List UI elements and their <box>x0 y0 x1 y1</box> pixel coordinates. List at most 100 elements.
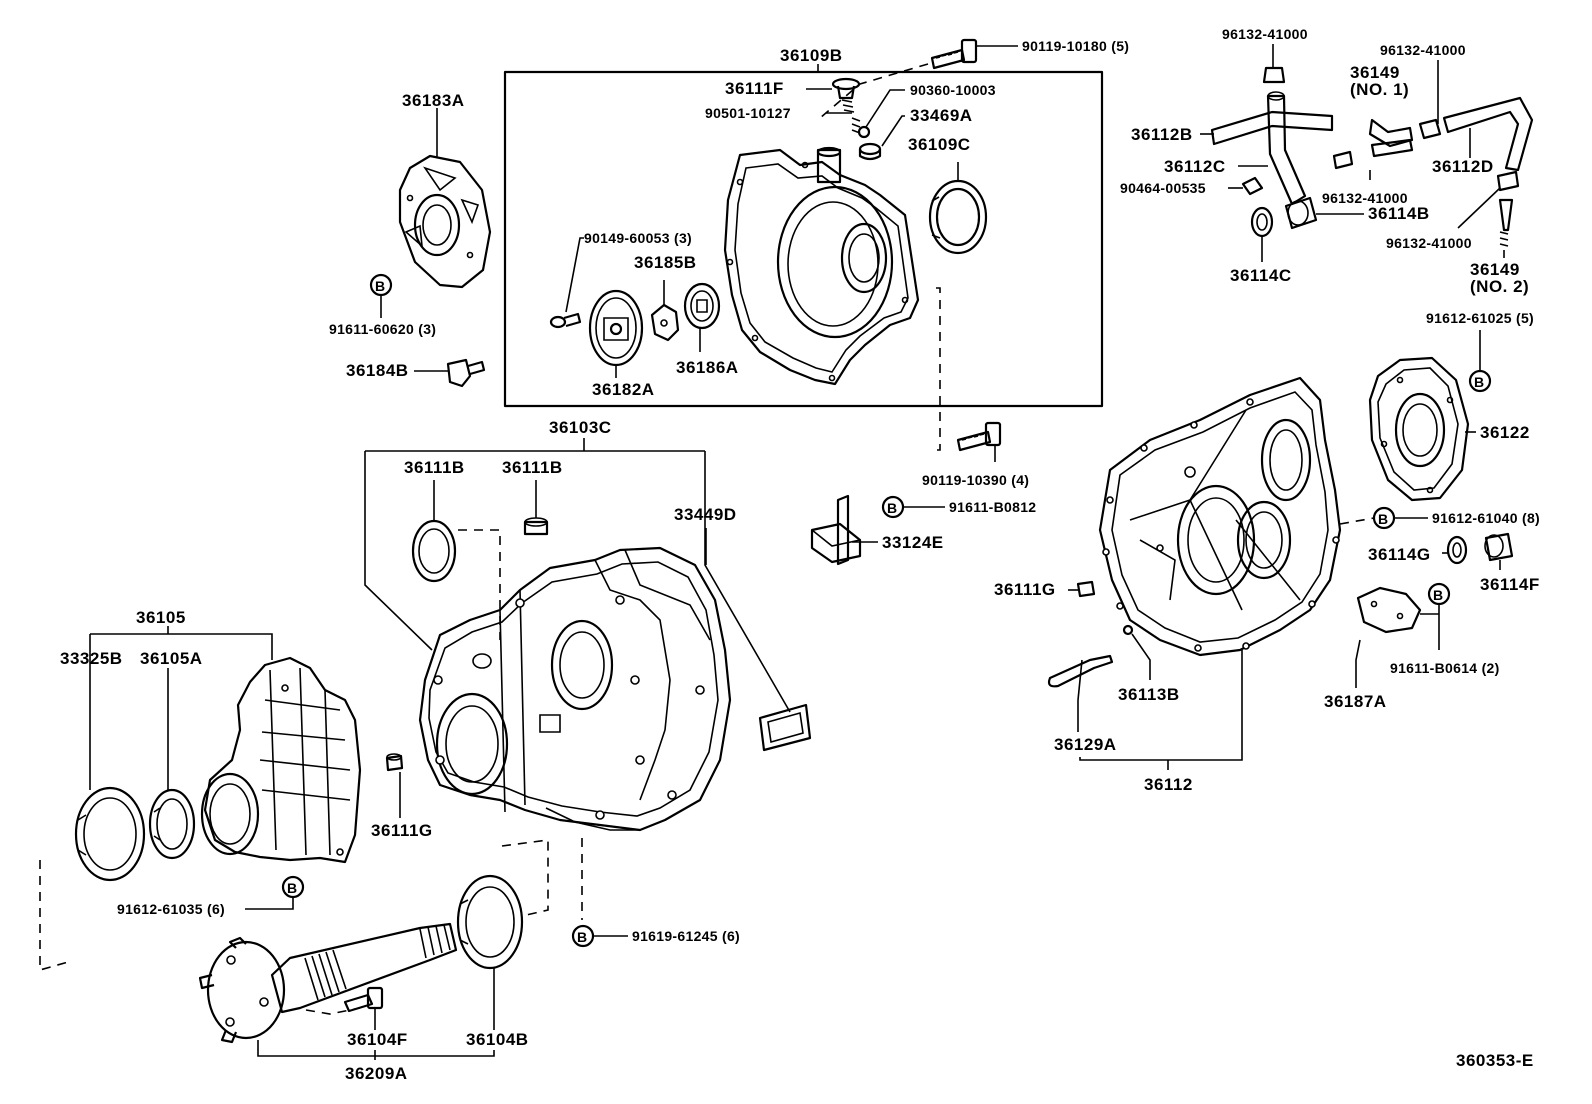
label-36122: 36122 <box>1480 423 1530 442</box>
plug-36114F <box>1484 532 1514 562</box>
seal-36114G <box>1446 535 1468 565</box>
label-36187A: 36187A <box>1324 692 1387 711</box>
callout-b-91611-B0812: B <box>881 495 905 519</box>
plate-36183A <box>398 154 492 289</box>
rotor-36186A <box>683 282 721 330</box>
seal-36111B <box>411 519 457 583</box>
callout-b-91619-61245: B <box>571 924 595 948</box>
callout-b-91612-61025: B <box>1468 369 1492 393</box>
label-36209A: 36209A <box>345 1064 408 1083</box>
label-36114C: 36114C <box>1230 266 1292 285</box>
seal-36105A <box>148 788 196 860</box>
label-90119-10390: 90119-10390 (4) <box>922 472 1029 488</box>
label-36109C: 36109C <box>908 135 971 154</box>
clip-96132-41000-c <box>1332 150 1354 170</box>
label-36149-no1: 36149 <box>1350 63 1400 82</box>
label-33469A: 33469A <box>910 106 973 125</box>
gasket-33449D <box>758 703 812 752</box>
label-36149-no2-note: (NO. 2) <box>1470 277 1529 296</box>
hose-36112B <box>1210 110 1334 146</box>
svg-text:B: B <box>375 278 385 294</box>
label-90119-10180: 90119-10180 (5) <box>1022 38 1129 54</box>
callout-b-91612-61040: B <box>1372 506 1396 530</box>
hose-36112D <box>1442 96 1534 172</box>
label-36114F: 36114F <box>1480 575 1540 594</box>
label-90501-10127: 90501-10127 <box>705 105 791 121</box>
shaft-36209A <box>198 922 458 1044</box>
label-36104F: 36104F <box>347 1030 408 1049</box>
label-90149-60053: 90149-60053 (3) <box>584 230 692 246</box>
callout-b-91611-B0614: B <box>1427 582 1451 606</box>
label-36129A: 36129A <box>1054 735 1117 754</box>
clip-96132-41000-d <box>1496 170 1520 192</box>
rear-case-36112 <box>1098 376 1342 657</box>
label-36105A: 36105A <box>140 649 203 668</box>
label-36104B: 36104B <box>466 1030 529 1049</box>
clamp-90464-00535 <box>1241 176 1264 196</box>
group-box-36109B <box>503 70 1104 408</box>
diagram-id: 360353-E <box>1456 1051 1534 1070</box>
rotor-36182A <box>588 289 644 367</box>
bolt-36184B <box>446 358 486 388</box>
oring-36113B <box>1122 624 1134 636</box>
seal-33325B <box>74 786 146 882</box>
hose-36112C <box>1266 91 1307 206</box>
label-91611-B0812: 91611-B0812 <box>949 499 1036 515</box>
rotor-36185B <box>650 303 680 342</box>
pin-36111G-right <box>1076 580 1096 598</box>
extension-housing-36105 <box>200 656 362 864</box>
svg-text:B: B <box>577 929 587 945</box>
label-90360-10003: 90360-10003 <box>910 82 996 98</box>
label-36186A: 36186A <box>676 358 739 377</box>
plug-36114B <box>1284 196 1318 230</box>
svg-text:B: B <box>1378 511 1388 527</box>
label-90464-00535: 90464-00535 <box>1120 180 1206 196</box>
label-36114B: 36114B <box>1368 204 1430 223</box>
label-91611-B0614: 91611-B0614 (2) <box>1390 660 1500 676</box>
label-36111F: 36111F <box>725 79 784 98</box>
transfer-case-36103C <box>418 546 732 832</box>
screw-90149-60053 <box>549 312 582 329</box>
label-36111B-1: 36111B <box>404 458 465 477</box>
seal-36114C <box>1250 206 1274 238</box>
label-36183A: 36183A <box>402 91 465 110</box>
label-91612-61035: 91612-61035 (6) <box>117 901 225 917</box>
label-96132-41000-d: 96132-41000 <box>1386 235 1472 251</box>
label-36103C: 36103C <box>549 418 612 437</box>
bracket-33124E <box>810 494 862 566</box>
label-36114G: 36114G <box>1368 545 1431 564</box>
label-36105: 36105 <box>136 608 186 627</box>
pump-housing-36109B <box>723 146 920 386</box>
label-36111B-2: 36111B <box>502 458 563 477</box>
cover-36187A <box>1356 586 1422 634</box>
pin-36111B <box>523 517 549 536</box>
label-36111G-left: 36111G <box>371 821 433 840</box>
bolt-90119-10390 <box>956 421 1002 452</box>
label-36112C: 36112C <box>1164 157 1226 176</box>
svg-text:B: B <box>287 880 297 896</box>
pipe-36149-no1 <box>1368 118 1414 158</box>
label-91612-61040: 91612-61040 (8) <box>1432 510 1540 526</box>
callout-b-91612-61035: B <box>281 875 305 899</box>
label-96132-41000-a: 96132-41000 <box>1222 26 1308 42</box>
label-36185B: 36185B <box>634 253 697 272</box>
pipe-36149-no2 <box>1498 198 1514 247</box>
label-91611-60620: 91611-60620 (3) <box>329 321 436 337</box>
callout-b-91611-60620: B <box>369 273 393 297</box>
clip-96132-41000-a <box>1262 66 1286 84</box>
plug-36111F <box>831 77 861 113</box>
dipstick-36129A <box>1047 654 1114 688</box>
svg-text:B: B <box>1433 587 1443 603</box>
label-36182A: 36182A <box>592 380 655 399</box>
ball-90360-10003 <box>857 125 871 139</box>
bolt-90119-10180 <box>930 38 978 70</box>
label-36149-no2: 36149 <box>1470 260 1520 279</box>
label-33124E: 33124E <box>882 533 944 552</box>
plate-36122 <box>1368 356 1470 502</box>
label-36111G-right: 36111G <box>994 580 1056 599</box>
label-36184B: 36184B <box>346 361 409 380</box>
label-33449D: 33449D <box>674 505 737 524</box>
label-96132-41000-b: 96132-41000 <box>1380 42 1466 58</box>
